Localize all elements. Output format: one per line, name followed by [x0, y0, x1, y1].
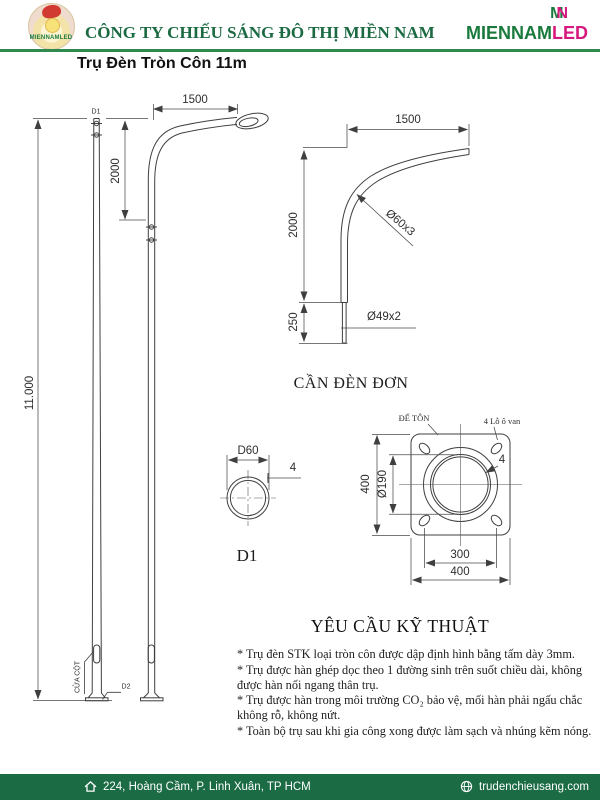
pole-door-label: CỬA CỘT [74, 660, 82, 694]
base-hole-span-dim: 300 [450, 549, 470, 561]
arm-insert-dim: 250 [288, 312, 300, 332]
arm-detail-caption: CẦN ĐÈN ĐƠN [293, 375, 409, 392]
pole-front-view [84, 118, 121, 702]
base-plate-view [372, 423, 522, 585]
base-inner-diameter-dim: Ø190 [377, 469, 389, 499]
base-side-vertical-dim: 400 [360, 474, 372, 494]
footer-address: 224, Hoàng Cầm, P. Linh Xuân, TP HCM [103, 780, 311, 793]
specs-list: * Trụ đèn STK loại tròn côn được dập địn… [237, 647, 595, 740]
pole-dimensions [33, 104, 238, 701]
section-diameter-dim: D60 [237, 445, 259, 457]
page-title: Trụ Đèn Tròn Côn 11m [77, 55, 247, 72]
spec-item: * Trụ được hàn trong môi trường CO₂ bảo … [237, 693, 583, 722]
pole-arm-drop-dim: 2000 [110, 158, 122, 184]
company-logo: MIENNAMLED [24, 2, 78, 52]
brand-monogram: MN [550, 5, 568, 22]
spec-item: * Trụ đèn STK loại tròn côn được dập địn… [237, 647, 575, 661]
base-holes-label: 4 Lỗ ô van [483, 416, 521, 426]
arm-detail-view [340, 148, 470, 344]
arm-insert-spec-label: Ø49x2 [367, 311, 401, 323]
footer-bar: 224, Hoàng Cầm, P. Linh Xuân, TP HCM tru… [0, 774, 600, 800]
arm-drop-dim: 2000 [288, 212, 300, 238]
lotus-logo-icon [28, 3, 75, 50]
home-icon [84, 780, 97, 792]
spec-item: * Toàn bộ trụ sau khi gia công xong được… [237, 723, 592, 738]
pole-with-arm-view [140, 112, 269, 702]
pole-height-dim: 11.000 [24, 375, 36, 411]
section-detail-view [220, 455, 301, 526]
pole-base-diameter-label: D2 [121, 683, 131, 691]
logo-brand-text: MIENNAMLED [29, 35, 73, 41]
arm-reach-dim: 1500 [395, 114, 421, 126]
footer-website-link[interactable]: trudenchieusang.com [479, 780, 589, 793]
base-side-horizontal-dim: 400 [450, 566, 470, 578]
lamp-head [235, 112, 269, 130]
pole-top-diameter-label: D1 [91, 108, 101, 116]
section-thickness-dim: 4 [289, 462, 297, 474]
brand-wordmark: MIENNAMLED [466, 23, 588, 43]
pole-arm-reach-dim: 1500 [182, 94, 208, 106]
arm-detail-dimensions [299, 124, 470, 344]
base-plate-label: ĐẾ TÔN [398, 413, 430, 423]
company-name: CÔNG TY CHIẾU SÁNG ĐÔ THỊ MIỀN NAM [85, 23, 435, 42]
section-caption: D1 [236, 546, 258, 565]
brand-logo: MN MIENNAMLED [453, 6, 588, 48]
specs-heading: YÊU CẦU KỸ THUẬT [310, 616, 490, 636]
base-thickness-dim: 4 [498, 454, 506, 466]
globe-icon [460, 780, 473, 793]
header-divider [0, 49, 600, 52]
spec-item: * Trụ được hàn ghép dọc theo 1 đường sin… [237, 662, 582, 692]
